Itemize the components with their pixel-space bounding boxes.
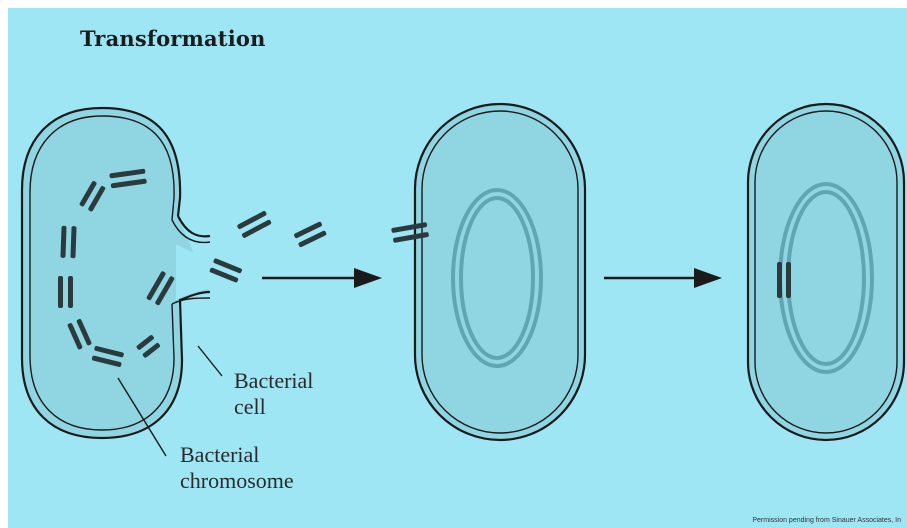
bacterial-cell-label-line2: cell xyxy=(234,394,313,420)
cell-leader-line xyxy=(198,346,222,376)
recipient-cell xyxy=(391,104,585,440)
credit-text: Permission pending from Sinauer Associat… xyxy=(752,517,901,524)
transformed-cell xyxy=(748,104,904,440)
arrow-step-2 xyxy=(604,268,722,288)
bacterial-cell-label-line1: Bacterial xyxy=(234,368,313,394)
bacterial-chromosome-label: Bacterial chromosome xyxy=(180,442,294,494)
fragment xyxy=(237,210,272,238)
figure-title: Transformation xyxy=(80,26,266,51)
bacterial-chromosome-label-line1: Bacterial xyxy=(180,442,294,468)
bacterial-cell-label: Bacterial cell xyxy=(234,368,313,420)
recipient-cell-wall-outer xyxy=(415,104,585,440)
fragment xyxy=(209,258,242,283)
fragment xyxy=(293,221,327,248)
transformed-cell-wall-outer xyxy=(748,104,904,440)
arrow-step-1 xyxy=(262,268,382,288)
bacterial-chromosome-label-line2: chromosome xyxy=(180,468,294,494)
